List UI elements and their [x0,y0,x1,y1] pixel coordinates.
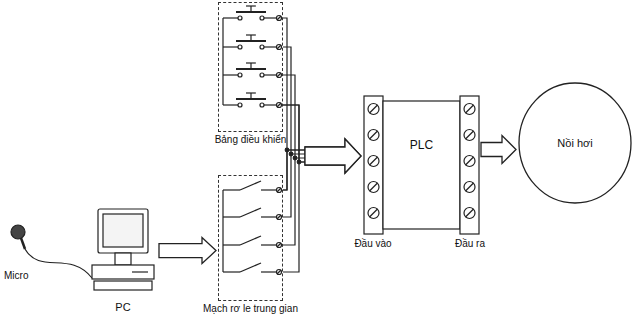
boiler: Nồi hơi [518,82,632,204]
block-arrow [305,139,361,173]
signal-arrow [481,136,516,164]
signal-wire [283,105,305,162]
block-arrow [481,136,516,164]
node-label: Nồi hơi [557,137,592,150]
block-arrow [305,139,361,173]
terminal-label: Đầu vào [354,238,391,250]
node-label: PC [115,301,130,314]
device-label: Micro [4,270,28,281]
boiler-outline [519,83,631,203]
node-label: Mạch rơ le trung gian [203,303,298,315]
push-buttons [223,6,282,108]
plc-outline [363,95,480,235]
relay-circuit: Mạch rơ le trung gian [218,175,283,301]
plc-unit: PLCĐầu vàoĐầu ra [363,95,480,235]
signal-arrow [159,238,216,264]
terminal-label: Đầu ra [455,238,485,250]
block-arrow [159,238,216,264]
relay-contacts [223,181,282,275]
signal-arrow [283,105,361,173]
computer: PC [88,205,158,318]
control-panel: Bảng điều khiển [218,2,283,132]
signal-wire [283,150,305,190]
node-label: PLC [410,139,433,153]
node-label: Bảng điều khiển [215,134,287,146]
signal-arrow [283,139,361,190]
